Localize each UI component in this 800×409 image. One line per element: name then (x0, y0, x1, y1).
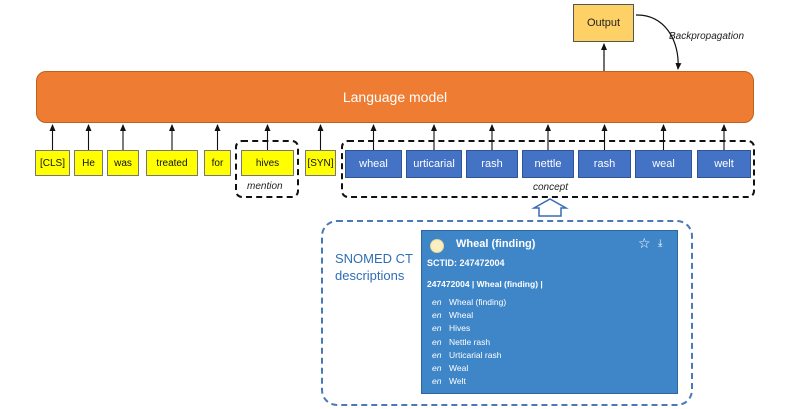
star-icon[interactable]: ☆ (638, 235, 651, 251)
token-arrows (49, 124, 727, 150)
snomed-descriptions-label: SNOMED CT descriptions (335, 251, 413, 283)
concept-token: rash (466, 150, 518, 178)
synonym-text: Weal (449, 362, 469, 373)
synonym-text: Hives (449, 323, 471, 334)
concept-fsn-line: 247472004 | Wheal (finding) | (427, 279, 543, 289)
input-token: [CLS] (35, 150, 70, 176)
synonym-item: en Hives (432, 322, 506, 335)
synonym-item: en Urticarial rash (432, 349, 506, 362)
language-code: en (432, 336, 442, 347)
language-code: en (432, 297, 442, 307)
concept-token: wheal (345, 150, 402, 178)
synonym-text: Nettle rash (449, 336, 491, 347)
language-code: en (432, 362, 442, 373)
concept-token: weal (635, 150, 692, 178)
snomed-group (321, 220, 693, 406)
concept-card: Wheal (finding) ☆ ⤓ SCTID: 247472004 247… (421, 230, 678, 394)
export-icon[interactable]: ⤓ (658, 238, 663, 249)
mention-token: hives (241, 150, 294, 176)
syn-token: [SYN] (305, 150, 336, 176)
input-token: was (107, 150, 139, 176)
synonym-item: en Weal (432, 362, 506, 375)
synonym-text: Welt (449, 376, 466, 387)
concept-token: urticarial (406, 150, 462, 178)
mention-group (235, 140, 299, 198)
concept-token: nettle (522, 150, 574, 178)
synonym-item: en Wheal (432, 309, 506, 322)
mention-caption: mention (247, 181, 283, 192)
synonym-text: Urticarial rash (449, 349, 502, 360)
lookup-up-arrow (531, 198, 569, 217)
language-model-block: Language model (36, 71, 754, 123)
synonym-item: en Wheal (finding) (432, 296, 506, 309)
backpropagation-label: Backpropagation (669, 31, 745, 42)
language-code: en (432, 349, 442, 360)
output-box: Output (573, 4, 634, 42)
language-code: en (432, 310, 442, 321)
synonym-text: Wheal (449, 310, 474, 321)
language-code: en (432, 323, 442, 334)
synonym-text: Wheal (finding) (449, 297, 507, 307)
concept-token: welt (697, 150, 751, 178)
concept-caption: concept (533, 182, 569, 193)
concept-group (341, 140, 755, 198)
input-token: He (74, 150, 103, 176)
language-code: en (432, 376, 442, 387)
concept-title: Wheal (finding) (456, 238, 536, 250)
input-token: treated (146, 150, 198, 176)
input-token: for (204, 150, 231, 176)
concept-status-dot (430, 239, 444, 253)
concept-sctid: SCTID: 247472004 (427, 258, 505, 268)
backprop-arrow (635, 14, 682, 70)
concept-token: rash (578, 150, 631, 178)
synonym-item: en Welt (432, 375, 506, 388)
synonym-item: en Nettle rash (432, 336, 506, 349)
